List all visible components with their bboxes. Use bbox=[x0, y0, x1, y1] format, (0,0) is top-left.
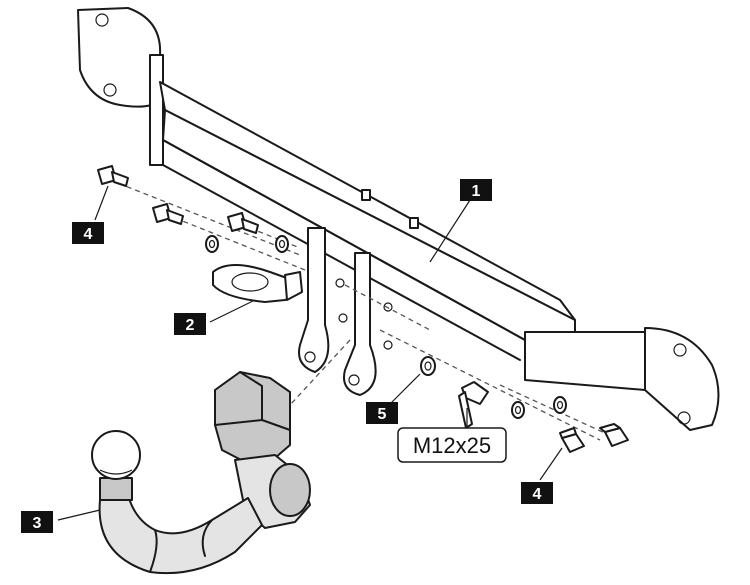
callout-4-right: 4 bbox=[521, 482, 553, 504]
guide-line-left-upper bbox=[109, 179, 301, 256]
left-plate-flange bbox=[149, 54, 164, 166]
beam-bottom-edge bbox=[162, 164, 521, 361]
bracket-hole-6 bbox=[348, 374, 360, 386]
right-hanging-bracket bbox=[343, 252, 377, 396]
leader-part-1 bbox=[429, 199, 471, 263]
leader-lines bbox=[57, 185, 563, 521]
right-washer-1 bbox=[511, 401, 525, 419]
leader-part-4-left bbox=[94, 185, 109, 221]
washer-part-5 bbox=[420, 356, 436, 376]
connector-cap bbox=[269, 463, 311, 517]
leader-part-3 bbox=[57, 509, 101, 521]
left-bolt-2 bbox=[152, 203, 184, 225]
right-bolt-set bbox=[420, 356, 629, 453]
bracket-hole-3 bbox=[304, 351, 316, 363]
guide-line-right-mid bbox=[379, 329, 601, 441]
callout-5: 5 bbox=[366, 402, 398, 424]
ball-neck bbox=[99, 477, 133, 501]
bracket-hole-1 bbox=[335, 278, 345, 288]
callout-2: 2 bbox=[174, 313, 206, 335]
callout-5-label: 5 bbox=[378, 406, 387, 423]
right-bolt-far bbox=[599, 423, 629, 447]
callout-3-label: 3 bbox=[33, 515, 42, 532]
callout-2-label: 2 bbox=[186, 317, 195, 334]
tow-ball bbox=[91, 430, 141, 480]
bracket-hole-4 bbox=[383, 302, 393, 312]
left-washer-2 bbox=[275, 235, 289, 253]
socket-plate-tab bbox=[284, 271, 303, 301]
leader-part-2 bbox=[209, 299, 256, 323]
cross-beam bbox=[77, 7, 720, 431]
left-mounting-plate bbox=[77, 7, 162, 108]
right-plate-hole-top bbox=[673, 343, 687, 357]
callout-1: 1 bbox=[460, 179, 492, 201]
left-washer-1 bbox=[205, 235, 219, 253]
callout-1-label: 1 bbox=[472, 183, 481, 200]
leader-part-5 bbox=[389, 373, 421, 405]
callout-3: 3 bbox=[21, 511, 53, 533]
callout-4-left: 4 bbox=[72, 222, 104, 244]
right-bolt-lower bbox=[559, 427, 585, 453]
socket-plate-ring bbox=[231, 272, 269, 292]
bracket-hole-2 bbox=[338, 313, 348, 323]
beam-stud-2 bbox=[409, 217, 419, 229]
bolt-spec-text: M12x25 bbox=[413, 433, 491, 458]
right-plate-hole-bottom bbox=[677, 411, 691, 425]
left-hanging-bracket bbox=[298, 227, 330, 373]
right-washer-2 bbox=[553, 396, 567, 414]
left-bolt-set bbox=[97, 165, 289, 253]
right-mounting-plate bbox=[644, 327, 720, 431]
callout-4-right-label: 4 bbox=[533, 486, 542, 503]
bracket-hole-5 bbox=[383, 340, 393, 350]
socket-housing bbox=[214, 371, 291, 463]
leader-part-4-right bbox=[539, 447, 563, 481]
left-bolt-3 bbox=[227, 212, 259, 234]
left-bolt-1 bbox=[97, 165, 129, 187]
left-plate-hole-bottom bbox=[103, 83, 117, 97]
bolt-spec-label: M12x25 bbox=[397, 427, 507, 463]
beam-stud-1 bbox=[361, 189, 371, 201]
left-plate-hole-top bbox=[95, 13, 109, 27]
beam-lower-edge bbox=[162, 139, 526, 341]
tow-arm bbox=[98, 494, 263, 575]
tow-ball-assembly bbox=[91, 371, 311, 575]
right-end-bracket bbox=[524, 331, 646, 391]
bolt-m12x25 bbox=[458, 381, 489, 429]
guide-line-socket bbox=[289, 339, 351, 406]
socket-plate bbox=[212, 264, 303, 303]
guide-line-right-upper bbox=[344, 284, 431, 331]
callout-4-left-label: 4 bbox=[84, 226, 93, 243]
